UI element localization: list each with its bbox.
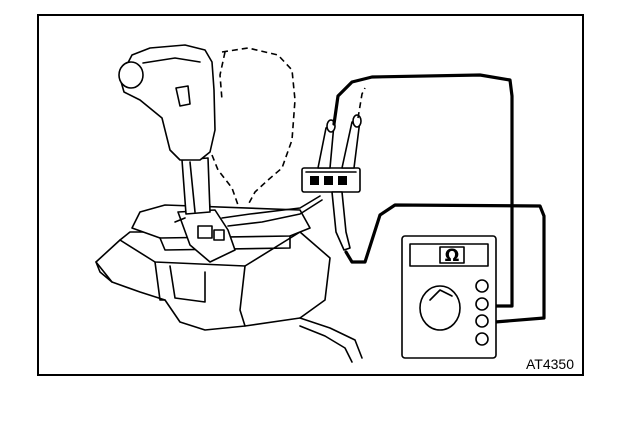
meter-ohm-symbol: Ω xyxy=(445,246,459,266)
connector-icon xyxy=(301,114,362,251)
multimeter-icon: Ω xyxy=(401,235,497,359)
figure-frame xyxy=(37,14,584,376)
shift-console-illustration xyxy=(95,44,363,363)
probe-leads xyxy=(332,73,546,324)
figure-code: AT4350 xyxy=(526,356,574,372)
